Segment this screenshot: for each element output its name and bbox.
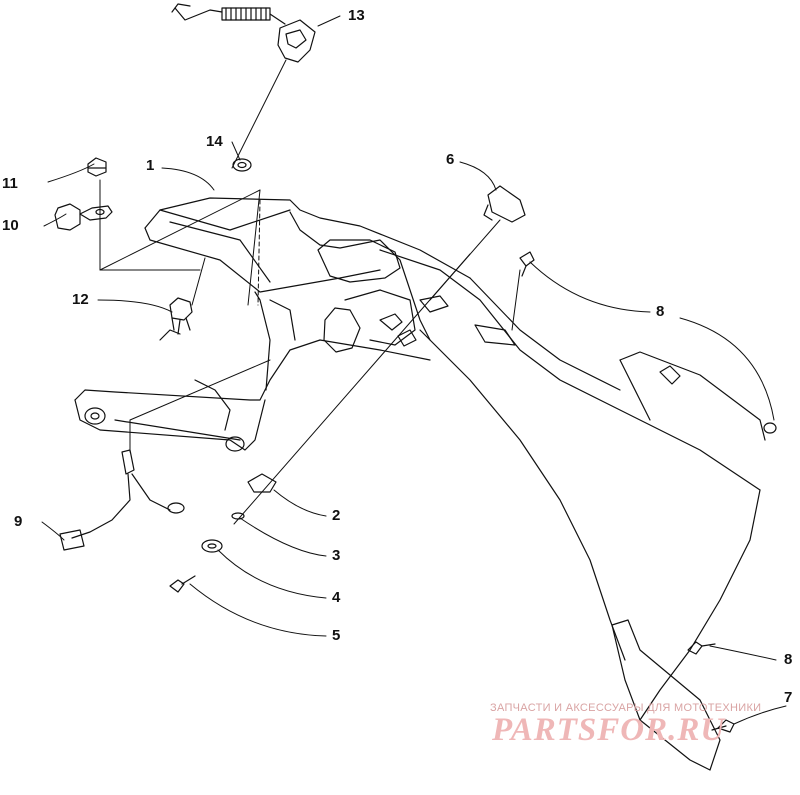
part-10-cap xyxy=(54,203,113,231)
callout-7: 7 xyxy=(784,689,793,706)
part-12-socket xyxy=(159,297,193,341)
callout-8-bottom: 8 xyxy=(784,651,793,668)
callout-5: 5 xyxy=(332,627,341,644)
callout-6: 6 xyxy=(446,151,455,168)
part-6-reflector xyxy=(483,185,526,223)
callout-8-top: 8 xyxy=(656,303,665,320)
callout-10: 10 xyxy=(2,217,19,234)
part-2-clip xyxy=(247,473,277,493)
callout-2: 2 xyxy=(332,507,341,524)
callout-4: 4 xyxy=(332,589,341,606)
mudguard-panel xyxy=(379,249,766,771)
part-8-screw-bottom xyxy=(687,641,716,655)
part-5-bolt xyxy=(169,575,196,593)
callout-14: 14 xyxy=(206,133,223,150)
callout-12: 12 xyxy=(72,291,89,308)
assembly-lines xyxy=(99,59,521,525)
part-8-screw-top xyxy=(519,251,535,277)
callout-1: 1 xyxy=(146,157,155,174)
mounting-bracket xyxy=(74,339,431,452)
part-4-washer xyxy=(201,539,223,553)
leader-lines xyxy=(41,15,787,725)
part-13-lanyard-clip xyxy=(171,3,316,63)
watermark-tagline: ЗАПЧАСТИ И АКСЕССУАРЫ ДЛЯ МОТОТЕХНИКИ xyxy=(490,702,762,714)
part-11-plug xyxy=(87,157,107,177)
callout-3: 3 xyxy=(332,547,341,564)
part-8-screw-right xyxy=(763,422,777,434)
callout-13: 13 xyxy=(348,7,365,24)
watermark-brand: PARTSFOR.RU xyxy=(492,712,726,748)
callout-9: 9 xyxy=(14,513,23,530)
part-9-harness xyxy=(59,449,185,551)
callout-11: 11 xyxy=(2,175,18,192)
part-1-tail-housing xyxy=(144,197,471,391)
